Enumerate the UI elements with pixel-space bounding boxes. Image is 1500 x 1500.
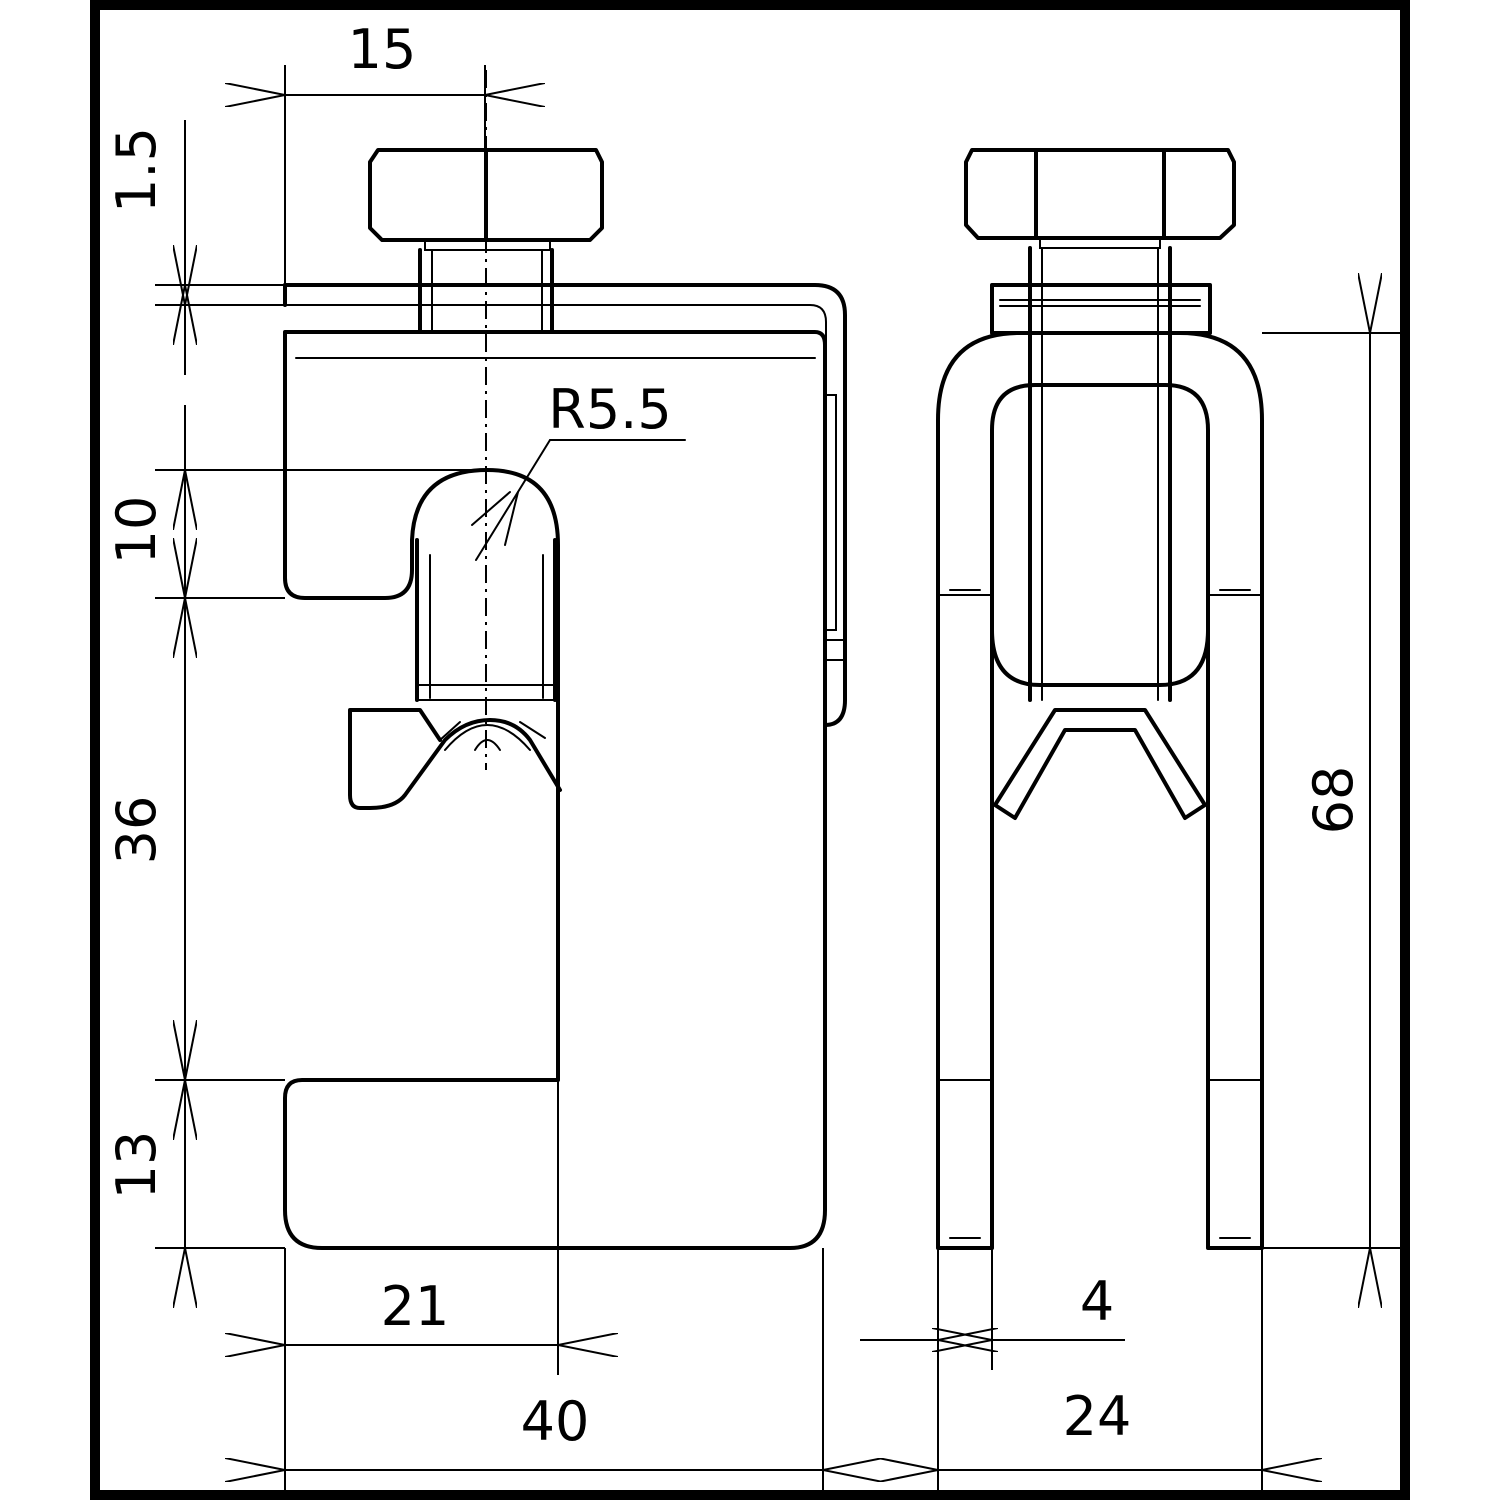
label-68: 68 bbox=[1302, 766, 1365, 835]
u-frame bbox=[936, 331, 1264, 1250]
side-view bbox=[936, 148, 1264, 1250]
spring-clip bbox=[348, 708, 562, 810]
label-1-5: 1.5 bbox=[105, 127, 168, 213]
dimension-labels: 15 1.5 R5.5 10 36 13 21 40 4 24 68 bbox=[105, 18, 1365, 1453]
label-21: 21 bbox=[381, 1275, 450, 1338]
bolt-head bbox=[368, 148, 604, 242]
label-40: 40 bbox=[521, 1390, 590, 1453]
label-10: 10 bbox=[105, 496, 168, 565]
label-36: 36 bbox=[105, 796, 168, 865]
label-r5-5: R5.5 bbox=[548, 378, 671, 441]
front-view bbox=[283, 70, 847, 1250]
top-plate bbox=[283, 283, 847, 727]
label-4: 4 bbox=[1080, 1270, 1114, 1333]
clamp-body bbox=[283, 330, 827, 1250]
label-15: 15 bbox=[348, 18, 417, 81]
label-13: 13 bbox=[105, 1131, 168, 1200]
drawing-frame bbox=[90, 0, 1410, 1500]
dimension-lines bbox=[155, 65, 1400, 1490]
side-bolt-head bbox=[964, 148, 1236, 240]
label-24: 24 bbox=[1063, 1385, 1132, 1448]
side-spring bbox=[993, 708, 1207, 820]
